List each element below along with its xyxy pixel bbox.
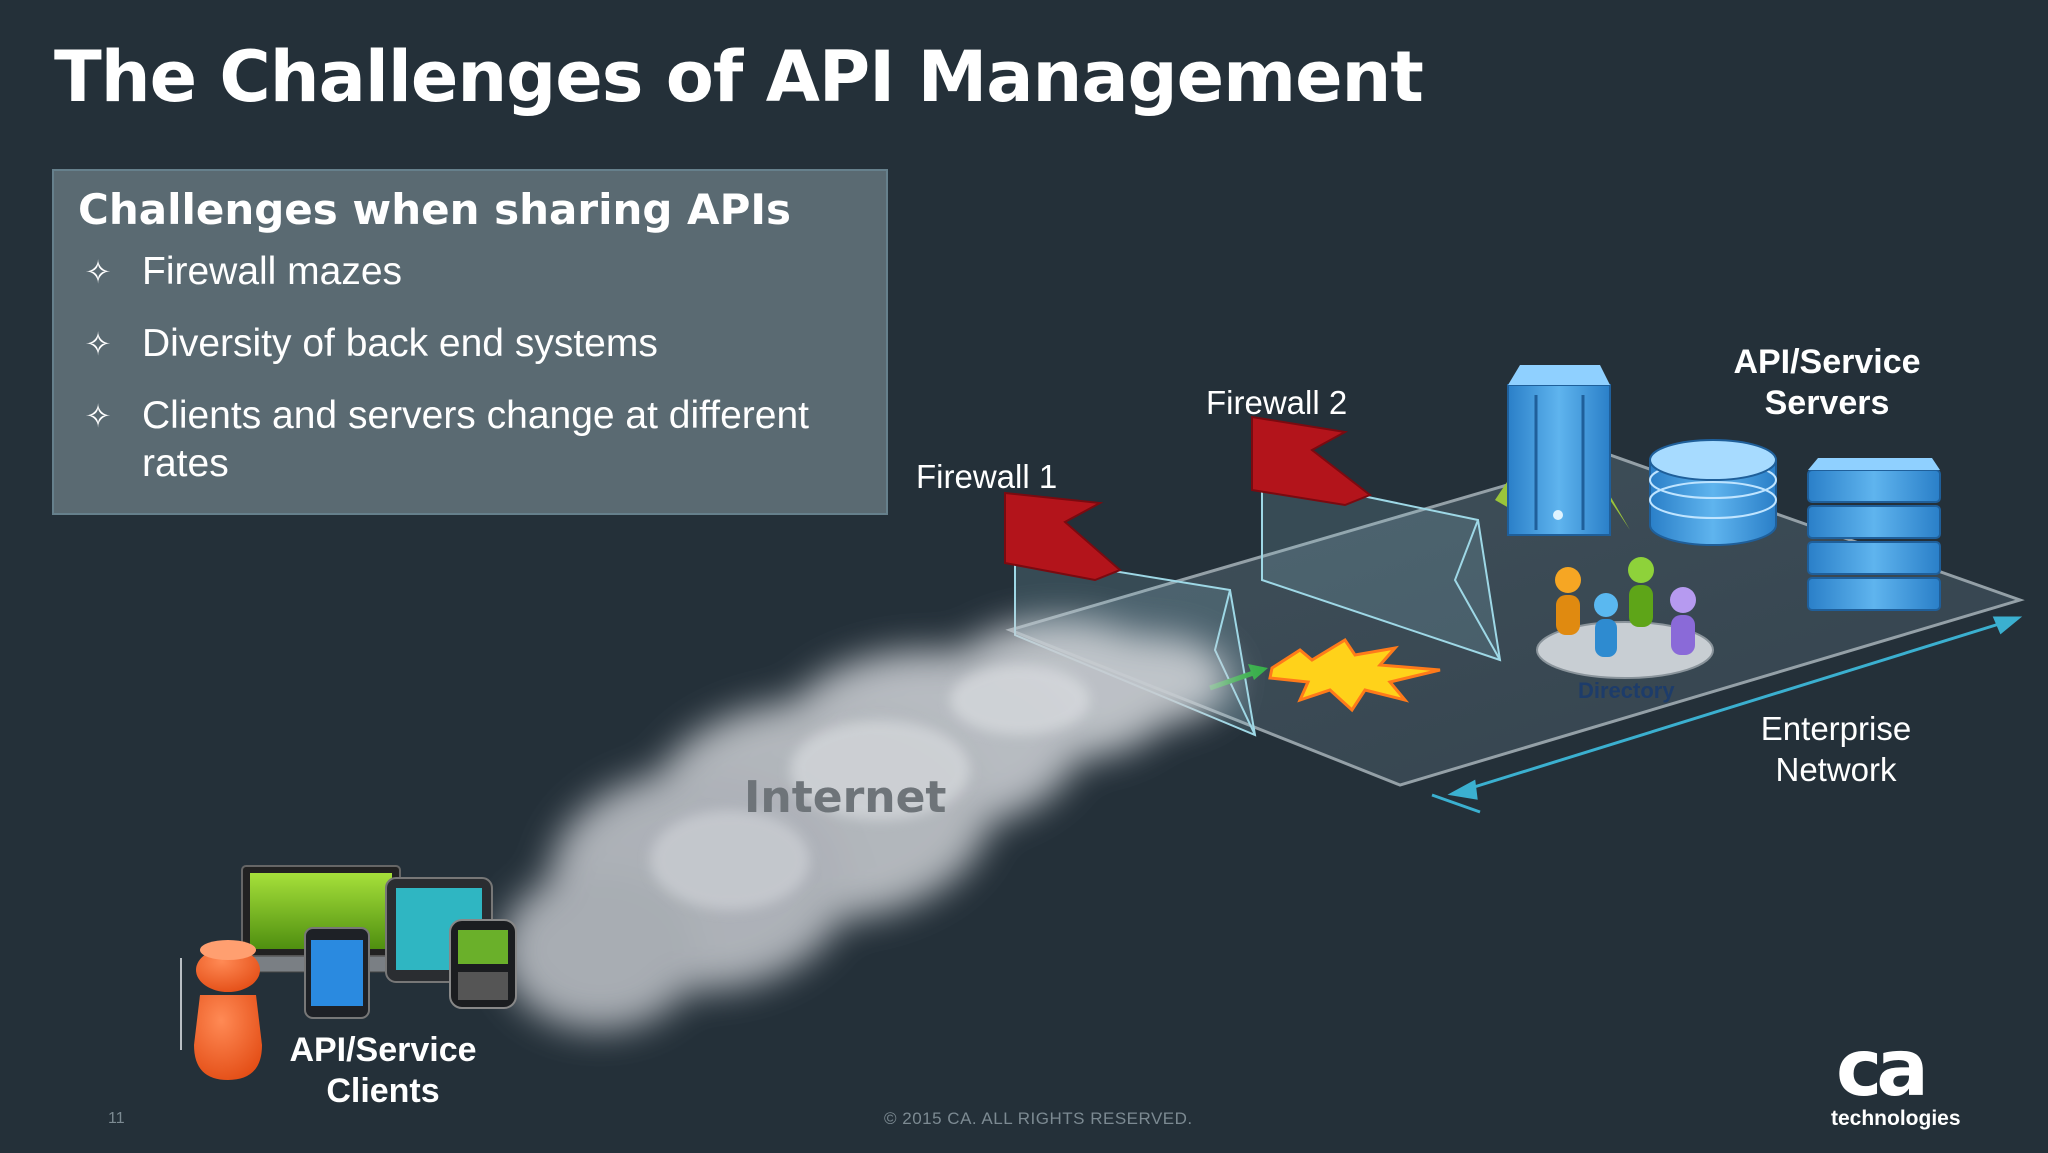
enterprise-network-label: Enterprise Network [1760, 710, 1912, 788]
challenges-list: ✧ Firewall mazes ✧ Diversity of back end s… [78, 248, 862, 488]
internet-cloud [500, 620, 1230, 1030]
four-point-star-icon: ✧ [84, 326, 112, 362]
firewall-flag-icon [1251, 415, 1372, 507]
database-icon [1649, 439, 1777, 546]
list-item: ✧ Clients and servers change at different… [78, 392, 862, 488]
challenge-text: Firewall mazes [142, 250, 403, 293]
servers-label: API/Service Servers [1733, 343, 1921, 422]
challenge-text: Diversity of back end systems [142, 322, 658, 365]
slide-title: The Challenges of API Management [54, 36, 1424, 118]
challenges-heading: Challenges when sharing APIs [78, 185, 791, 234]
clients-label: API/Service Clients [289, 1031, 477, 1110]
person-icon [194, 940, 262, 1080]
directory-label: Directory [1578, 678, 1675, 703]
logo-wordmark: technologies [1831, 1107, 1961, 1130]
logo-mark: ca [1836, 1024, 1929, 1114]
network-arrow [1431, 616, 2023, 814]
explosion-icon [1268, 637, 1441, 713]
server-tower-icon [1495, 365, 1630, 536]
internet-label: Internet [744, 772, 947, 823]
challenge-text: Clients and servers change at different … [142, 394, 809, 485]
rack-server-icon [1807, 458, 1941, 611]
page-number: 11 [108, 1110, 125, 1127]
enterprise-platform [1005, 453, 2025, 787]
list-item: ✧ Diversity of back end systems [78, 320, 862, 368]
four-point-star-icon: ✧ [84, 398, 112, 434]
list-item: ✧ Firewall mazes [78, 248, 862, 296]
four-point-star-icon: ✧ [84, 254, 112, 290]
directory-users-icon [1536, 557, 1714, 679]
firewall-flag-icon [1004, 491, 1122, 582]
copyright-notice: © 2015 CA. ALL RIGHTS RESERVED. [884, 1109, 1193, 1128]
firewall-1-label: Firewall 1 [916, 458, 1058, 495]
smartphone-icon [304, 927, 370, 1019]
challenges-panel: Challenges when sharing APIs ✧ Firewall m… [52, 169, 888, 515]
blackberry-icon [449, 919, 517, 1009]
firewall-2-label: Firewall 2 [1206, 384, 1348, 421]
